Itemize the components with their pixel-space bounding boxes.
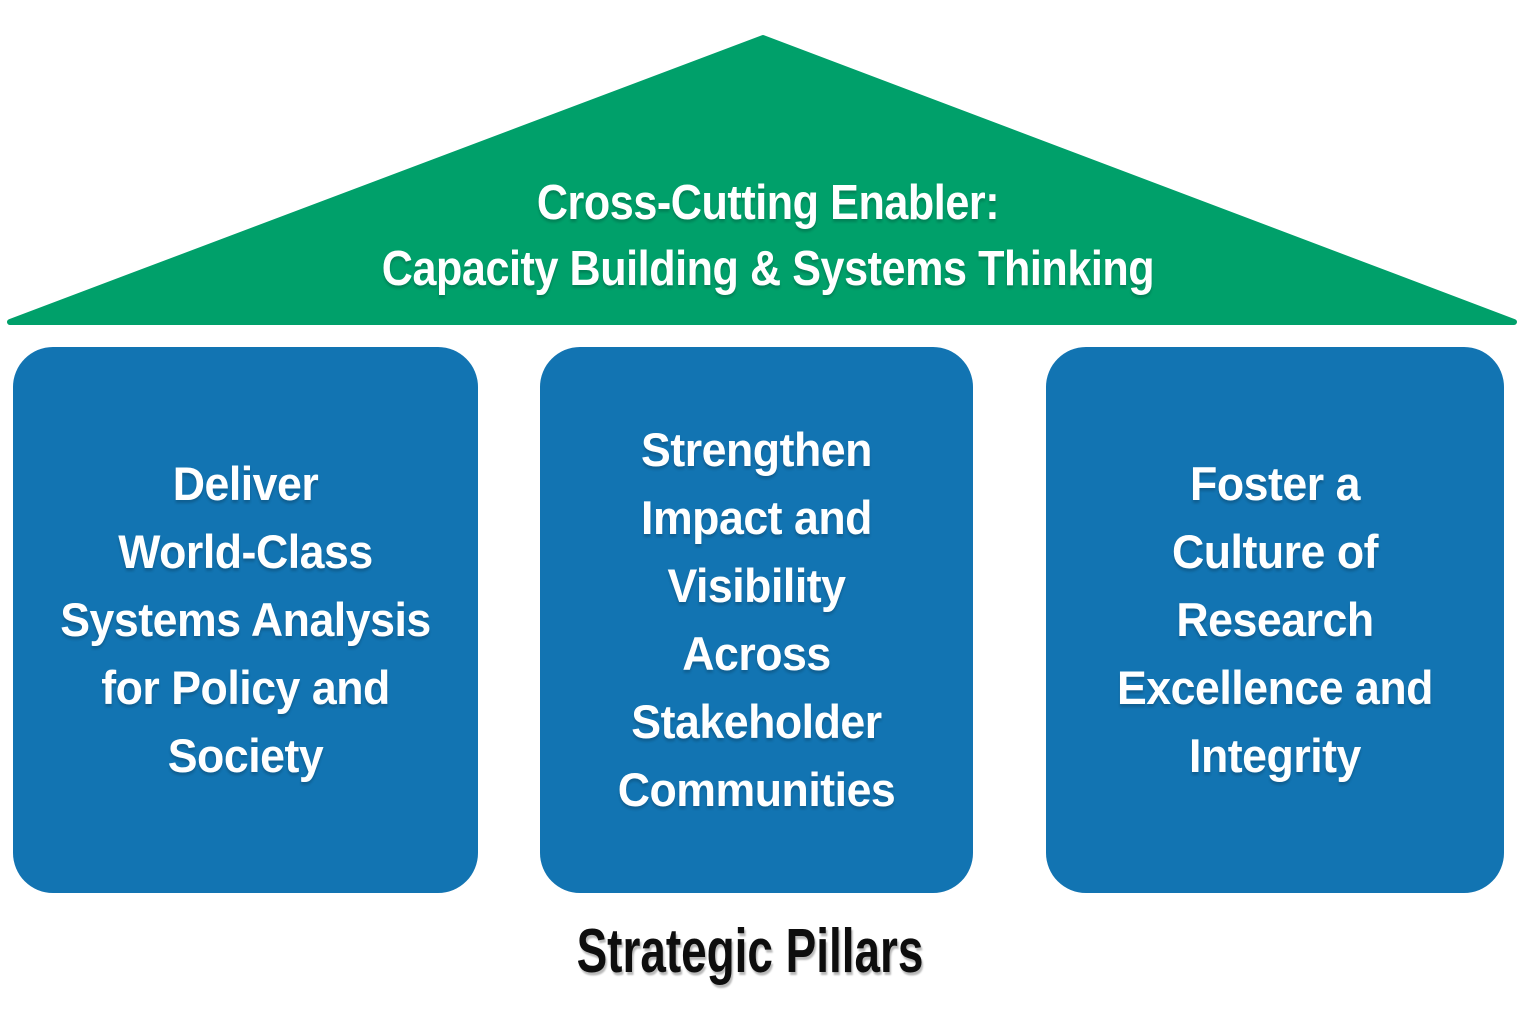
- diagram-caption: Strategic Pillars: [576, 917, 924, 986]
- roof-triangle: [7, 35, 1517, 325]
- pillar-foster-research-culture: Foster a Culture of Research Excellence …: [1046, 347, 1504, 893]
- roof-triangle-shape: [7, 35, 1517, 325]
- pillar-label: Strengthen Impact and Visibility Across …: [617, 423, 896, 816]
- roof-label: Cross-Cutting Enabler: Capacity Building…: [381, 176, 1155, 296]
- pillar-deliver-systems-analysis: Deliver World-Class Systems Analysis for…: [13, 347, 478, 893]
- pillar-label: Deliver World-Class Systems Analysis for…: [60, 457, 431, 782]
- pillar-label: Foster a Culture of Research Excellence …: [1116, 457, 1433, 782]
- pillar-strengthen-impact-visibility: Strengthen Impact and Visibility Across …: [540, 347, 973, 893]
